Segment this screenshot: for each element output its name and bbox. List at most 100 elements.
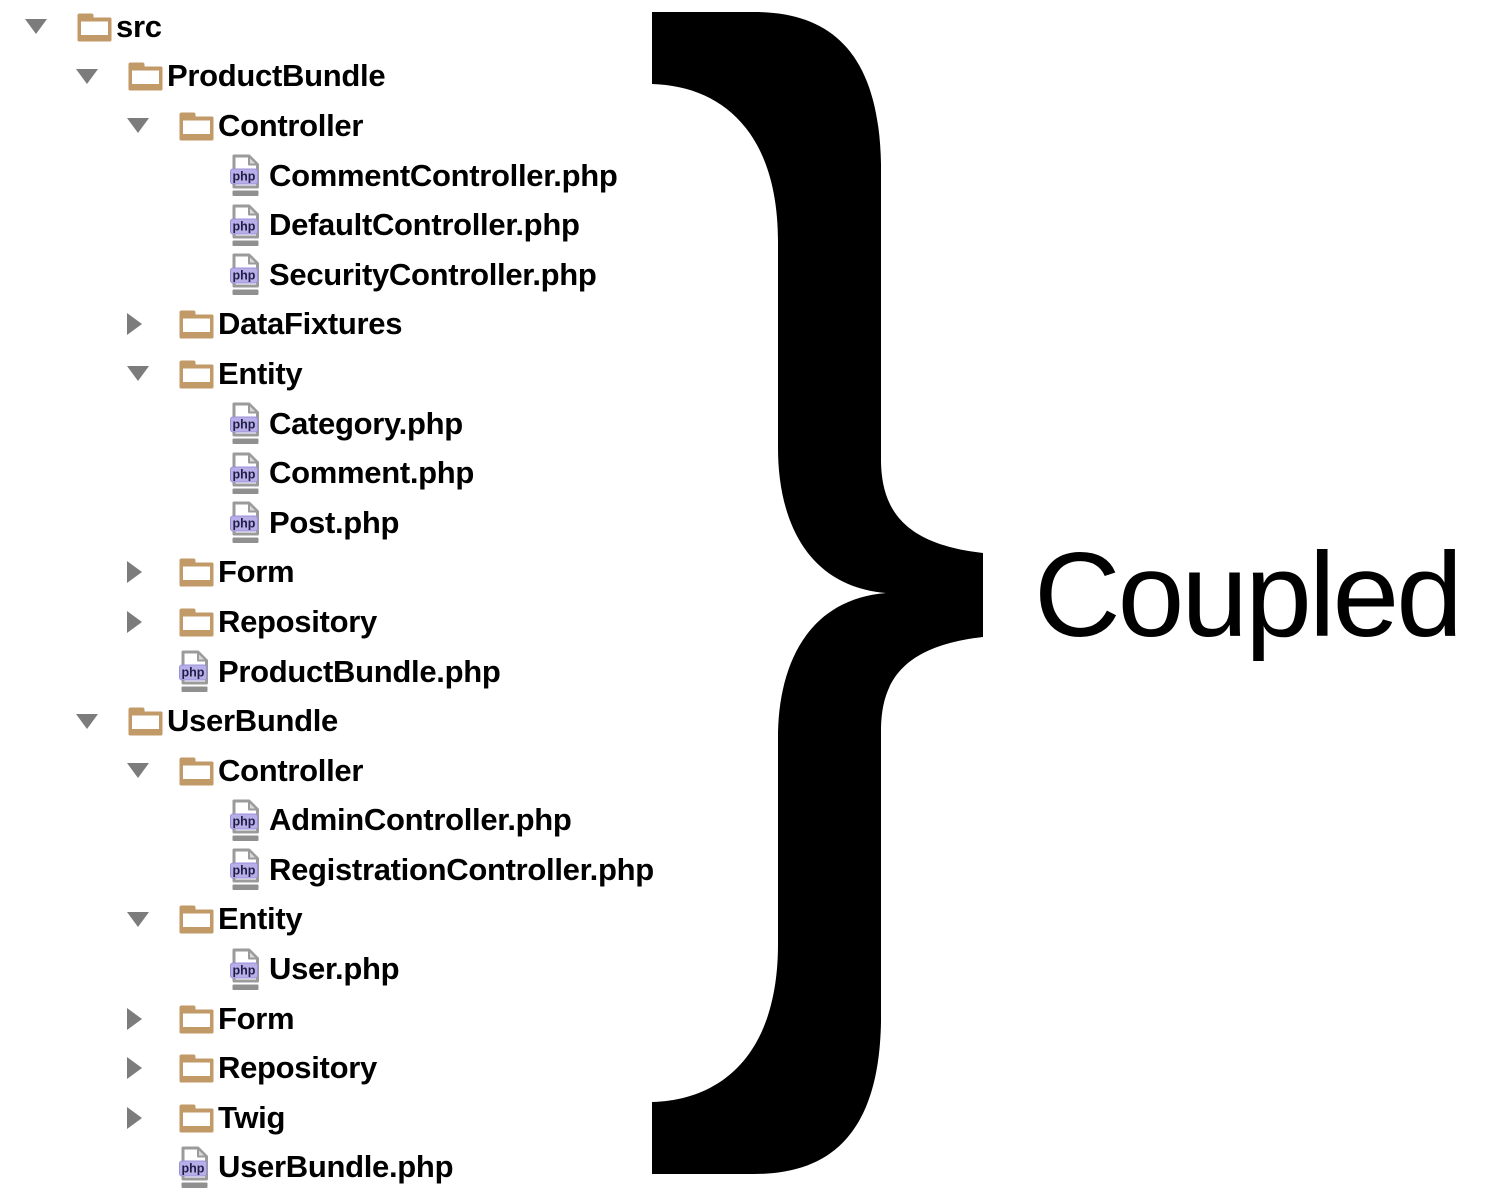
tree-row-user-php[interactable]: php User.php	[0, 944, 654, 994]
tree-row-form[interactable]: Form	[0, 994, 654, 1044]
php-badge-text: php	[233, 517, 256, 531]
tree-item-label[interactable]: User.php	[269, 951, 400, 987]
tree-row-entity[interactable]: Entity	[0, 895, 654, 945]
folder-window	[183, 1062, 210, 1077]
tree-item-label[interactable]: RegistrationController.php	[269, 851, 654, 887]
tree-row-securitycontroller-php[interactable]: php SecurityController.php	[0, 250, 654, 300]
tree-row-productbundle[interactable]: ProductBundle	[0, 52, 654, 102]
tree-item-label[interactable]: Post.php	[269, 504, 400, 540]
document-footer-bar	[181, 1182, 208, 1188]
tree-item-label[interactable]: Controller	[218, 107, 364, 143]
tree-row-comment-php[interactable]: php Comment.php	[0, 448, 654, 498]
folder-window	[81, 21, 108, 35]
php-file-icon: php	[230, 204, 266, 247]
folded-corner	[197, 1146, 208, 1158]
php-badge	[179, 664, 207, 681]
tree-row-src[interactable]: src	[0, 2, 654, 52]
document-footer-bar	[232, 835, 259, 841]
document-footer-bar	[232, 240, 259, 246]
folder-icon	[179, 309, 215, 339]
tree-row-commentcontroller-php[interactable]: php CommentController.php	[0, 151, 654, 201]
tree-item-label[interactable]: ProductBundle.php	[218, 653, 501, 689]
disclosure-triangle-collapsed[interactable]	[127, 1057, 179, 1079]
tree-item-label[interactable]: Repository	[218, 1050, 377, 1086]
tree-item-label[interactable]: Comment.php	[269, 455, 475, 491]
folded-corner	[248, 799, 259, 811]
tree-item-label[interactable]: UserBundle	[167, 703, 338, 739]
disclosure-triangle-collapsed[interactable]	[127, 1107, 179, 1129]
tree-item-label[interactable]: Controller	[218, 752, 364, 788]
php-file-icon: php	[230, 948, 266, 991]
tree-row-controller[interactable]: Controller	[0, 101, 654, 151]
tree-item-label[interactable]: CommentController.php	[269, 157, 618, 193]
php-badge	[230, 466, 258, 483]
tree-item-label[interactable]: Form	[218, 554, 295, 590]
tree-row-controller[interactable]: Controller	[0, 746, 654, 796]
document-footer-bar	[232, 884, 259, 891]
disclosure-triangle-expanded[interactable]	[127, 912, 179, 927]
folder-icon	[179, 111, 215, 141]
tree-item-label[interactable]: src	[116, 8, 162, 44]
disclosure-triangle-expanded[interactable]	[127, 366, 179, 381]
tree-item-label[interactable]: ProductBundle	[167, 58, 386, 94]
document-footer-bar	[232, 190, 259, 197]
folder-icon	[179, 607, 215, 637]
php-file-icon: php	[179, 1146, 215, 1189]
folded-corner	[248, 452, 259, 464]
disclosure-triangle-collapsed[interactable]	[127, 611, 179, 633]
tree-row-repository[interactable]: Repository	[0, 1043, 654, 1093]
tree-item-label[interactable]: Repository	[218, 603, 377, 639]
php-file-icon: php	[230, 253, 266, 296]
folder-icon	[179, 359, 215, 389]
php-file-icon: php	[179, 650, 215, 693]
tree-row-datafixtures[interactable]: DataFixtures	[0, 300, 654, 350]
tree-item-label[interactable]: Twig	[218, 1099, 286, 1135]
tree-row-twig[interactable]: Twig	[0, 1093, 654, 1143]
folder-window	[183, 318, 210, 333]
php-file-icon: php	[230, 452, 266, 495]
tree-item-label[interactable]: Category.php	[269, 405, 463, 441]
document-footer-bar	[232, 984, 259, 990]
folded-corner	[248, 502, 259, 513]
tree-item-label[interactable]: SecurityController.php	[269, 256, 597, 292]
disclosure-triangle-collapsed[interactable]	[127, 1008, 179, 1030]
folder-window	[183, 1013, 210, 1027]
tree-item-label[interactable]: DefaultController.php	[269, 207, 580, 243]
disclosure-triangle-expanded[interactable]	[127, 118, 179, 133]
document-footer-bar	[181, 686, 208, 693]
tree-item-label[interactable]: DataFixtures	[218, 306, 403, 342]
tree-row-repository[interactable]: Repository	[0, 597, 654, 647]
php-badge-text: php	[233, 467, 256, 481]
tree-row-registrationcontroller-php[interactable]: php RegistrationController.php	[0, 845, 654, 895]
tree-row-form[interactable]: Form	[0, 548, 654, 598]
folded-corner	[248, 849, 259, 860]
tree-row-productbundle-php[interactable]: php ProductBundle.php	[0, 647, 654, 697]
disclosure-triangle-expanded[interactable]	[127, 763, 179, 778]
tree-row-entity[interactable]: Entity	[0, 349, 654, 399]
tree-row-category-php[interactable]: php Category.php	[0, 399, 654, 449]
folded-corner	[248, 254, 259, 265]
folder-icon	[179, 1004, 215, 1034]
php-badge	[230, 218, 258, 235]
tree-item-label[interactable]: AdminController.php	[269, 802, 572, 838]
tree-item-label[interactable]: Entity	[218, 901, 303, 937]
tree-row-userbundle-php[interactable]: php UserBundle.php	[0, 1143, 654, 1192]
php-badge	[230, 168, 258, 185]
disclosure-triangle-expanded[interactable]	[76, 714, 128, 729]
folder-window	[132, 70, 159, 85]
folder-window	[183, 765, 210, 779]
disclosure-triangle-expanded[interactable]	[25, 19, 77, 34]
disclosure-triangle-expanded[interactable]	[76, 69, 128, 84]
coupled-label: Coupled	[1034, 528, 1463, 662]
tree-row-userbundle[interactable]: UserBundle	[0, 696, 654, 746]
tree-row-post-php[interactable]: php Post.php	[0, 498, 654, 548]
tree-item-label[interactable]: Entity	[218, 355, 303, 391]
folded-corner	[248, 403, 259, 414]
disclosure-triangle-collapsed[interactable]	[127, 313, 179, 335]
tree-row-defaultcontroller-php[interactable]: php DefaultController.php	[0, 200, 654, 250]
tree-item-label[interactable]: UserBundle.php	[218, 1149, 454, 1185]
php-badge-text: php	[233, 864, 256, 878]
tree-item-label[interactable]: Form	[218, 1000, 295, 1036]
disclosure-triangle-collapsed[interactable]	[127, 561, 179, 583]
tree-row-admincontroller-php[interactable]: php AdminController.php	[0, 796, 654, 846]
